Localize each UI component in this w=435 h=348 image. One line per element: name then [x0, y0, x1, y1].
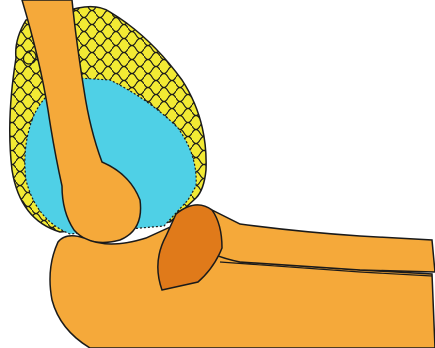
elbow-joint-diagram	[0, 0, 435, 348]
